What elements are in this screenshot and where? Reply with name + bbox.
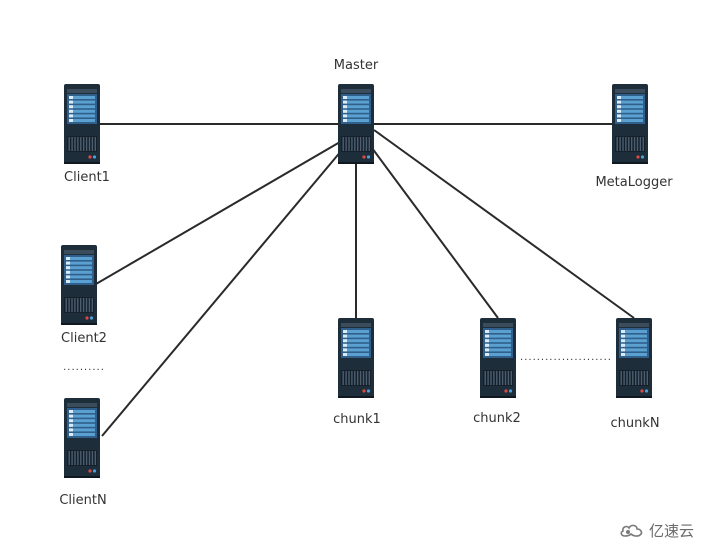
server-master [338,84,374,168]
edge-master-clientn [101,149,343,437]
edge-master-chunkn [373,129,635,319]
server-chunk2 [480,318,516,402]
label-chunk2: chunk2 [473,411,521,426]
label-clientn: ClientN [59,493,107,508]
server-chunkn [616,318,652,402]
server-client2 [61,245,97,329]
cloud-logo-icon [620,524,643,537]
watermark: 亿速云 [619,520,694,541]
label-chunkn: chunkN [610,416,660,431]
label-client1: Client1 [64,170,110,185]
watermark-text: 亿速云 [648,522,694,540]
label-chunk1: chunk1 [333,412,381,427]
edge-master-chunk2 [371,147,499,319]
label-master: Master [333,58,379,73]
connection-lines [95,123,635,437]
edge-master-client2 [95,141,341,285]
server-client1 [64,84,100,168]
chunks-ellipsis: ...................... [520,352,612,363]
server-metalogger [612,84,648,168]
clients-ellipsis: .......... [63,362,105,373]
server-clientn [64,398,100,482]
server-chunk1 [338,318,374,402]
label-metalogger: MetaLogger [595,175,673,190]
label-client2: Client2 [61,331,107,346]
